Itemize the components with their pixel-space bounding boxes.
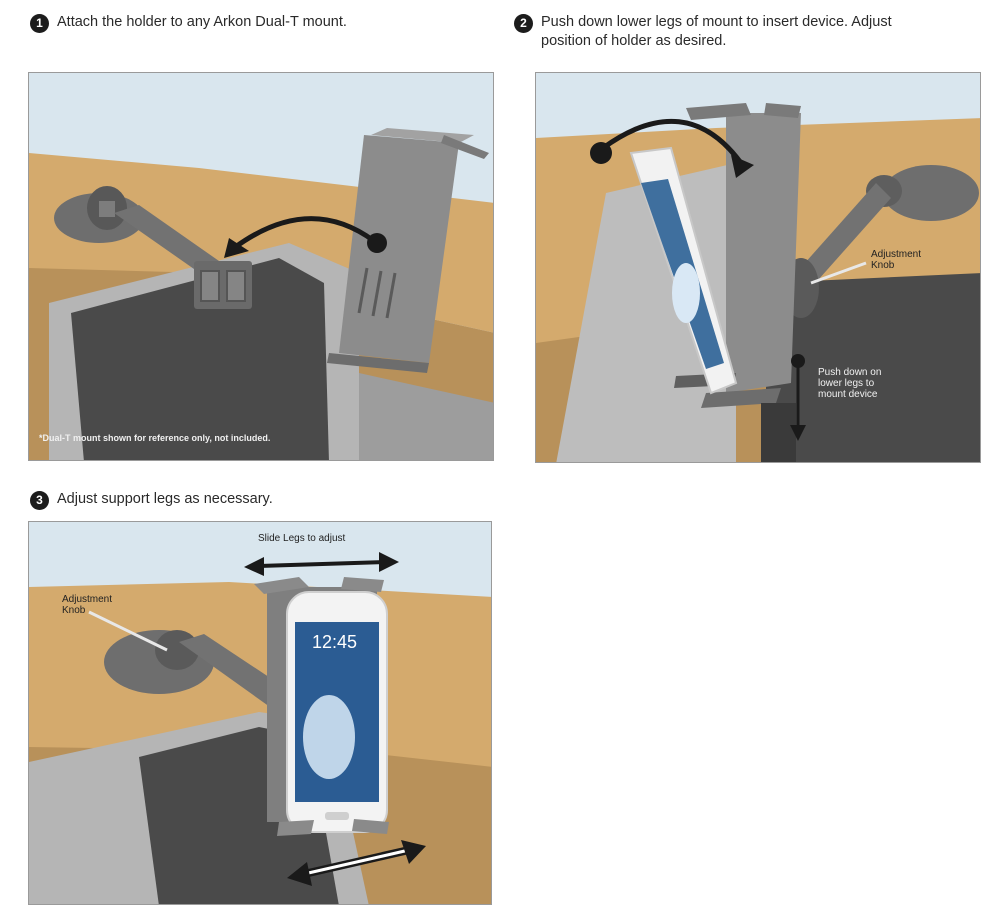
step-2-illustration: Adjustment Knob Push down on lower legs … [535,72,981,463]
step-2-heading: 2 Push down lower legs of mount to inser… [514,13,892,51]
step-1-text: Attach the holder to any Arkon Dual-T mo… [57,14,347,30]
step-3-number: 3 [30,491,49,510]
curved-arrow-icon [224,216,387,258]
curved-arrow-icon [590,118,754,178]
step-1-scene [29,73,493,460]
step-2-number: 2 [514,14,533,33]
step-3-scene [29,522,491,904]
step-2-text: Push down lower legs of mount to insert … [541,13,892,51]
phone-clock: 12:45 [312,632,358,652]
step-3-illustration: Slide Legs to adjust Adjustment Knob 12:… [28,521,492,905]
step-2-text-line-2: position of holder as desired. [541,33,727,49]
step-1-illustration: *Dual-T mount shown for reference only, … [28,72,494,461]
double-arrow-icon [287,840,426,886]
step-2-push-down-label: Push down on lower legs to mount device [818,367,882,400]
step-3-adjustment-knob-label: Adjustment Knob [62,594,113,616]
step-3-text: Adjust support legs as necessary. [57,491,273,507]
step-2-text-line-1: Push down lower legs of mount to insert … [541,14,892,30]
down-arrow-icon [790,354,806,441]
step-2-adjustment-knob-label: Adjustment Knob [871,249,922,271]
double-arrow-icon [244,552,399,576]
step-1-number: 1 [30,14,49,33]
phone [286,591,388,833]
step-1-footnote: *Dual-T mount shown for reference only, … [39,433,271,443]
step-3-heading: 3 Adjust support legs as necessary. [30,490,273,510]
step-3-slide-legs-label: Slide Legs to adjust [258,533,346,544]
phone [629,146,738,395]
step-2-scene [536,73,980,462]
step-1-heading: 1 Attach the holder to any Arkon Dual-T … [30,13,347,33]
